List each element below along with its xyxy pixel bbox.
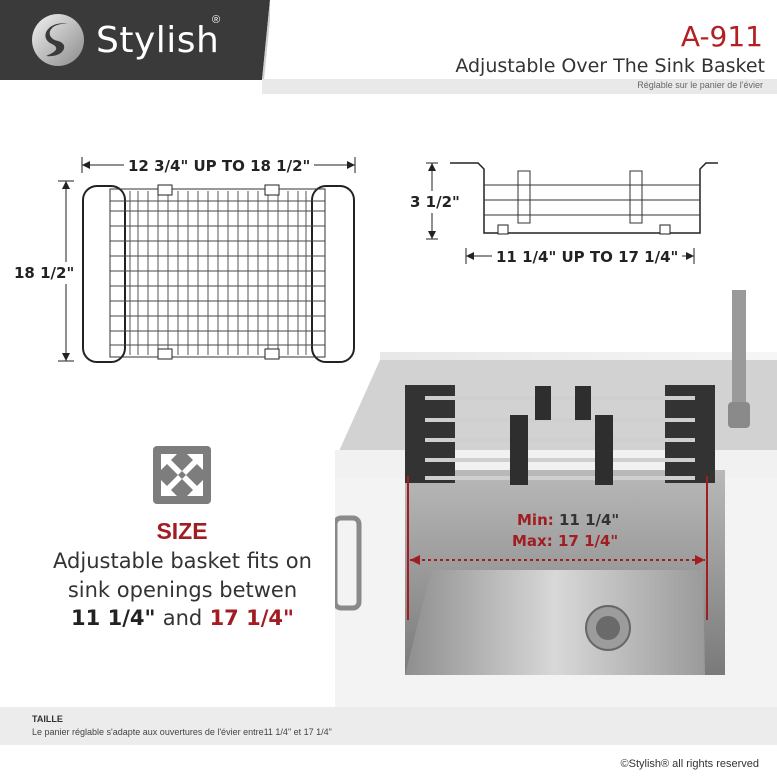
size-description-line-2: sink openings betwen [67,578,298,602]
header-divider [262,79,777,94]
model-number: A-911 [680,20,763,53]
size-range-line: 11 1/4" and 17 1/4" [10,606,355,630]
copyright-notice: ©Stylish® all rights reserved [620,758,759,770]
product-photo [335,290,777,707]
size-min-value: 11 1/4" [71,606,156,630]
expand-arrows-icon [153,446,211,504]
footer-bar [0,707,777,745]
min-measurement: Min: 11 1/4" [517,511,620,529]
size-heading: SIZE [156,518,208,544]
footer-text-fr: Le panier réglable s'adapte aux ouvertur… [32,727,332,737]
top-height-dimension: 18 1/2" [14,262,75,284]
product-title: Adjustable Over The Sink Basket [455,55,765,77]
brand-logo-icon [32,14,84,66]
product-title-fr: Réglable sur le panier de l'évier [637,80,763,90]
max-measurement: Max: 17 1/4" [512,532,619,550]
side-width-dimension: 11 1/4" UP TO 17 1/4" [492,248,683,266]
top-view-drawing [58,157,356,363]
side-height-dimension: 3 1/2" [410,191,460,213]
size-max-value: 17 1/4" [209,606,294,630]
brand-name: Stylish [96,20,220,61]
size-description-line-1: Adjustable basket fits on [53,549,312,573]
brand-registered-mark: ® [212,14,221,26]
size-and-word: and [162,606,203,630]
footer-heading-fr: TAILLE [32,714,63,724]
top-width-dimension: 12 3/4" UP TO 18 1/2" [124,157,315,175]
